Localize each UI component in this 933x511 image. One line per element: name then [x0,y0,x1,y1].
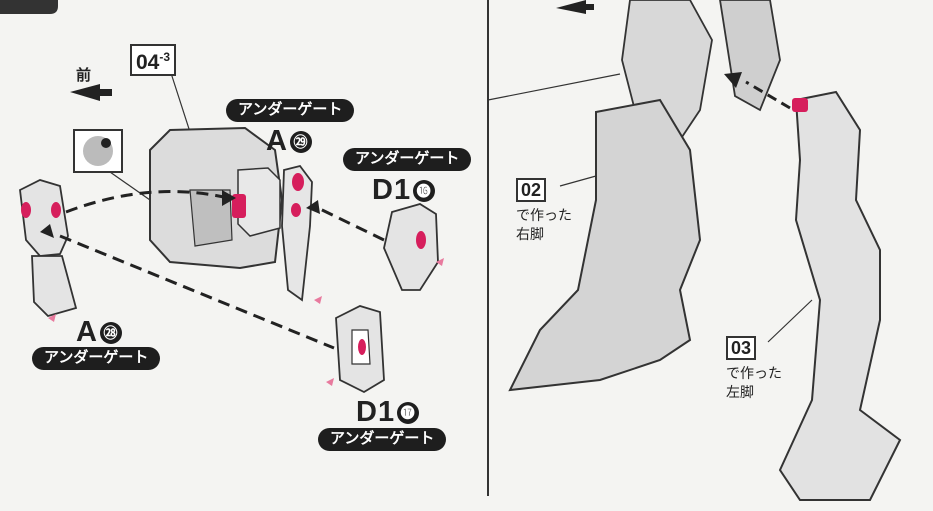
gate-markers [48,258,444,386]
leader-line [767,299,813,343]
note-line: 右脚 [516,226,544,242]
left-leg-note: で作った 左脚 [726,364,782,402]
armor-a29-part [281,164,313,302]
ref-code-left-leg: 03 [726,336,757,360]
guide-arrow-icon [40,224,54,238]
armor-d1-16-part [383,203,439,291]
right-leg-part [508,0,781,392]
right-leg-note: で作った 右脚 [516,206,572,244]
leader-line [559,175,597,187]
leader-line [487,73,621,101]
front-arrow-icon [70,84,112,101]
inset-leader [109,171,151,201]
armor-d1-17-part [335,305,385,394]
note-line: 左脚 [726,384,754,400]
step-leader [169,69,191,133]
part-number: ⓱ [397,402,420,425]
armor-a28-part [19,179,78,318]
assembly-guides [59,190,385,350]
gate-label-d1-16: アンダーゲート [343,148,472,171]
step-sub: -3 [159,50,171,64]
guide-arrow-icon [724,72,742,88]
step-badge: 04-3 [130,44,177,76]
corner-tab [0,0,58,14]
gate-label-a29: アンダーゲート [226,99,355,122]
part-number: ㉙ [289,131,312,154]
gate-label-a28: アンダーゲート [32,347,161,370]
left-leg-part [778,90,902,501]
part-letter: D1 [372,174,412,206]
gate-label-d1-17: アンダーゲート [318,428,447,451]
guide-arrow-icon [222,190,236,206]
note-line: で作った [726,365,782,381]
assembly-guide [745,80,791,110]
guide-arrow-icon [306,200,320,214]
front-label: 前 [76,67,92,84]
ref-code-right-leg: 02 [516,178,547,202]
note-line: で作った [516,207,572,223]
part-number: ㉘ [99,322,122,345]
part-letter: A [266,125,288,157]
part-number: ⓰ [413,180,436,203]
hip-block-part [149,126,284,270]
detail-inset-icon [73,129,123,173]
step-main: 04 [136,51,160,74]
part-letter: D1 [356,396,396,428]
direction-arrow-icon [556,0,594,14]
part-letter: A [76,316,98,348]
